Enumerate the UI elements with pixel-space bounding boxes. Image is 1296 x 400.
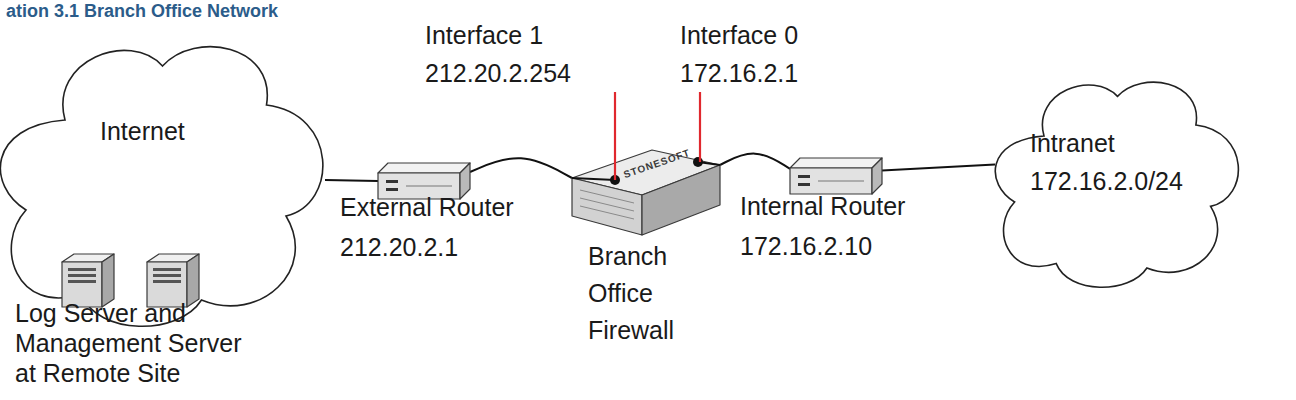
node-label: Log Server and Management Server at Remo… — [15, 298, 260, 388]
router-port — [798, 175, 810, 178]
cable-stub — [572, 178, 615, 180]
router-port — [798, 183, 810, 186]
figure-title: ation 3.1 Branch Office Network — [6, 0, 278, 22]
node-label: 172.16.2.0/24 — [1030, 166, 1230, 196]
vent-line — [580, 206, 634, 219]
node-label: 212.20.2.1 — [340, 232, 570, 262]
drive-bay — [68, 274, 96, 277]
device-face — [572, 178, 642, 235]
node-label: Internal Router — [740, 191, 970, 221]
cloud-shape: InternetLog Server and Management Server… — [0, 30, 325, 330]
cloud-outline — [995, 82, 1238, 287]
router-trim — [406, 186, 452, 187]
router-port — [386, 180, 398, 183]
device-face — [642, 165, 720, 235]
interface-port — [693, 157, 703, 167]
device-face — [187, 254, 199, 307]
cloud-outline — [0, 47, 322, 327]
device-face — [790, 168, 872, 194]
server-group: Log Server and Management Server at Remo… — [62, 252, 212, 307]
router-port — [386, 188, 398, 191]
router-device-outline — [790, 158, 882, 194]
node-label: 172.16.2.10 — [740, 231, 970, 261]
drive-bay — [68, 280, 96, 283]
ip-address: 172.16.2.1 — [680, 58, 798, 88]
node-label: External Router — [340, 192, 570, 222]
router-device: Internal Router172.16.2.10 — [790, 158, 882, 194]
network-cable — [325, 180, 378, 181]
drive-bay — [68, 268, 96, 271]
server-group-outline — [62, 252, 212, 307]
interface-label: Interface 1 — [425, 20, 543, 50]
device-face — [790, 158, 882, 168]
router-device: External Router212.20.2.1 — [378, 163, 470, 199]
leader-line — [699, 92, 701, 162]
router-trim — [818, 181, 864, 182]
interface-port — [610, 175, 620, 185]
network-cable — [720, 154, 790, 169]
drive-bay — [153, 268, 181, 271]
node-label: Intranet — [1030, 128, 1230, 158]
node-label: Branch Office Firewall — [588, 238, 698, 349]
node-label: Internet — [100, 116, 280, 146]
interface-label: Interface 0 — [680, 20, 798, 50]
drive-bay — [153, 274, 181, 277]
ip-address: 212.20.2.254 — [425, 58, 571, 88]
network-cable — [470, 158, 572, 178]
device-face — [378, 163, 470, 173]
vent-line — [580, 198, 634, 211]
cloud-shape: Intranet 172.16.2.0/24 — [995, 70, 1240, 290]
vent-line — [580, 190, 634, 203]
drive-bay — [153, 280, 181, 283]
device-face — [872, 158, 882, 194]
network-cable — [882, 165, 995, 171]
